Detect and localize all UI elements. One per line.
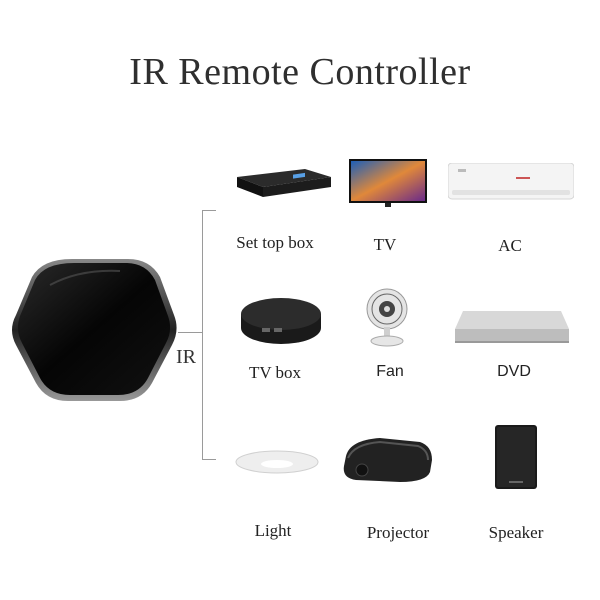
- tv-box-image: [240, 294, 322, 346]
- set-top-box-label: Set top box: [236, 233, 314, 252]
- page-title: IR Remote Controller: [129, 51, 471, 93]
- projector-image: [340, 436, 434, 486]
- dvd-label: DVD: [497, 363, 531, 380]
- tv-box-label: TV box: [248, 363, 302, 382]
- bracket-connector: [178, 332, 202, 333]
- speaker-image: [495, 425, 537, 491]
- bracket-tick-top: [202, 210, 216, 211]
- speaker-label: Speaker: [488, 523, 544, 542]
- tv-image: [349, 159, 427, 207]
- fan-image: [366, 287, 408, 347]
- dvd-image: [455, 311, 569, 343]
- ac-image: [448, 163, 574, 201]
- projector-label: Projector: [366, 523, 430, 542]
- light-label: Light: [254, 521, 292, 540]
- set-top-box-image: [233, 163, 333, 201]
- ac-label: AC: [498, 236, 522, 255]
- light-image: [234, 448, 320, 476]
- bracket-line: [202, 210, 203, 460]
- ir-hub-image: [10, 255, 178, 405]
- tv-label: TV: [373, 235, 397, 254]
- fan-label: Fan: [376, 363, 404, 380]
- bracket-tick-bottom: [202, 459, 216, 460]
- ir-label: IR: [176, 346, 196, 368]
